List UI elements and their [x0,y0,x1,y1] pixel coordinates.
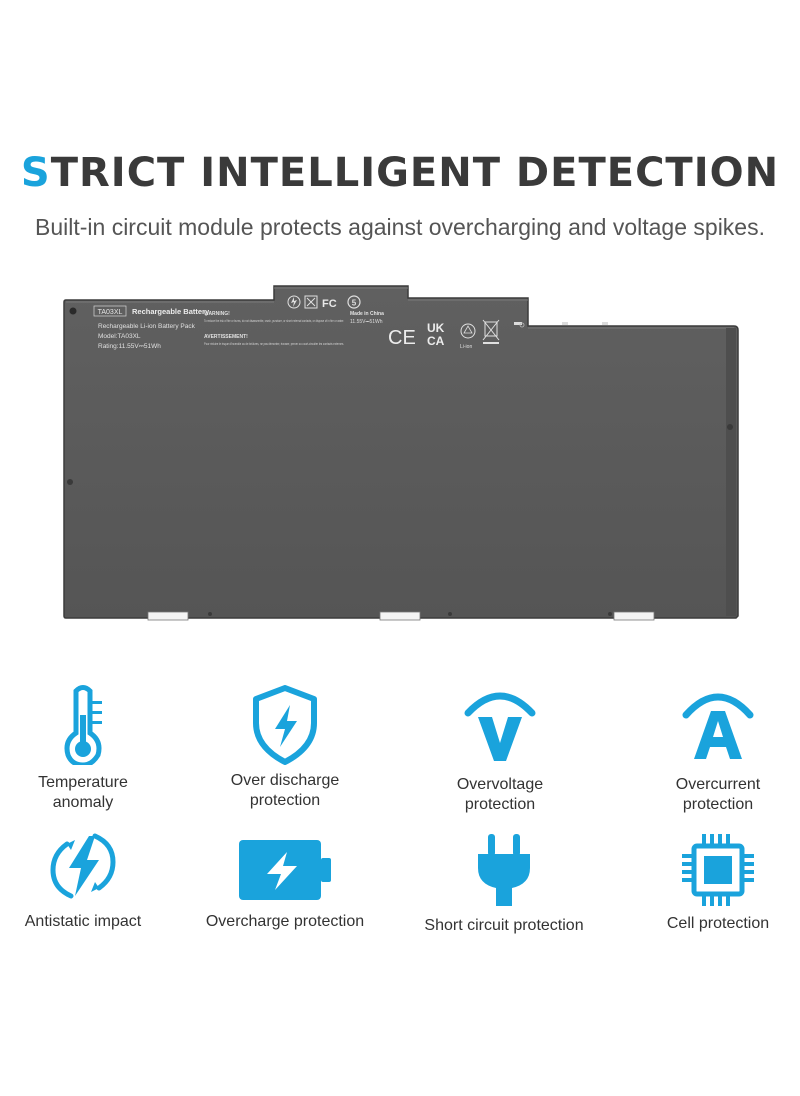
feature-label-2: protection [464,796,536,813]
fire-hazard-icon [287,295,301,309]
feature-label: Overcurrent [675,776,761,793]
ukca-mark-top: UK [427,321,445,335]
battery-label-line1: Rechargeable Li-ion Battery Pack [98,323,196,330]
feature-over-discharge: Over discharge protection [185,685,385,811]
battery-model-badge: TA03XL [98,309,123,316]
battery-made-in: Made in China [350,311,384,317]
recycle-box-icon [304,295,318,309]
feature-label: Over discharge [230,772,340,789]
battery-avert-text: Pour réduire le risque d'incendie ou de … [204,342,344,346]
feature-label: Overcharge protection [205,913,365,930]
wee-bin-icon [482,319,500,344]
plug-icon [478,834,530,906]
ukca-mark-bottom: CA [427,334,445,348]
battery-avert-title: AVERTISSEMENT! [204,334,248,340]
thermometer-icon [64,685,102,765]
feature-cell: Cell protection [618,832,800,934]
battery-illustration: TA03XL Rechargeable Battery Rechargeable… [63,285,739,621]
feature-label-2: anomaly [52,794,114,811]
page-title: STRICT INTELLIGENT DETECTION [0,150,800,196]
feature-label: Short circuit protection [424,917,584,934]
antistatic-icon [50,833,116,899]
feature-label: Overvoltage [456,776,544,793]
battery-body [63,285,739,619]
feature-antistatic: Antistatic impact [0,830,183,932]
shield-bolt-icon [253,685,317,765]
battery-warning-title: WARNING! [204,311,230,317]
battery-rating-right: 11.55V⎓51Wh [350,319,383,325]
battery-label-heading: Rechargeable Battery [132,307,210,316]
battery-label-line3: Rating:11.55V⎓51Wh [98,343,161,350]
feature-label-2: protection [249,792,321,809]
overvoltage-icon [464,692,536,761]
battery-bolt-icon [239,840,331,900]
fc-mark: FC [322,298,337,310]
feature-temperature: Temperature anomaly [0,685,183,813]
feature-short-circuit: Short circuit protection [404,832,604,936]
battery-label-line2: Model:TA03XL [98,333,141,340]
feature-overcharge: Overcharge protection [185,838,385,932]
svg-text:5: 5 [352,299,357,308]
feature-label: Cell protection [666,915,770,932]
page-title-rest: TRICT INTELLIGENT DETECTION [50,150,780,196]
feature-overvoltage: Overvoltage protection [400,687,600,815]
liion-mark: Li-ion [460,344,472,350]
overcurrent-icon [682,693,754,759]
page-subtitle: Built-in circuit module protects against… [35,214,765,240]
page-title-initial: S [20,150,51,196]
five-circle-icon: 5 [347,295,361,309]
feature-overcurrent: Overcurrent protection [618,685,800,815]
feature-label-2: protection [682,796,754,813]
chip-icon [682,834,754,906]
feature-label: Temperature [38,774,128,791]
battery-warning-text: To reduce the risk of fire or burns, do … [204,319,344,323]
ce-mark: CE [388,327,416,349]
recycle-liion-icon [460,323,476,339]
feature-label: Antistatic impact [24,913,142,930]
